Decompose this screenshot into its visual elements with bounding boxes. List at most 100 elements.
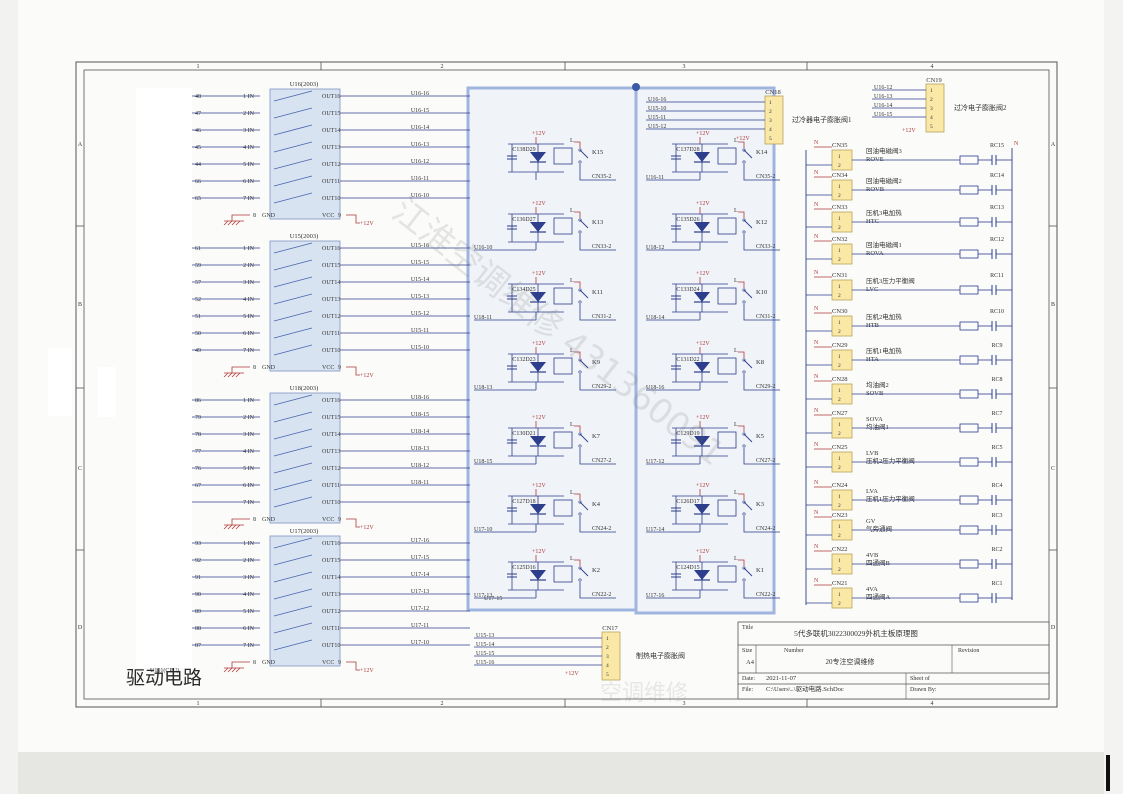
relay-L-label: L: [734, 138, 738, 144]
relay-cd-label: C131D22: [676, 357, 699, 363]
load-desc: 压机1电加热: [866, 346, 902, 355]
switch-contact: [743, 359, 753, 369]
net-label: U16-16: [411, 91, 429, 97]
row-label-left: D: [78, 625, 83, 631]
gate-symbol: [273, 588, 313, 600]
connector-pin: 1: [769, 100, 772, 106]
rc-resistor: [959, 495, 979, 505]
outer-border: [75, 61, 1058, 708]
relay-cd-label: C124D15: [676, 565, 699, 571]
load-desc: HTB: [866, 322, 880, 329]
gate-symbol: [273, 107, 313, 119]
switch-node: [742, 358, 746, 362]
ic-output-pin: OUT11: [322, 331, 340, 337]
relay-supply: +12V: [532, 271, 546, 277]
switch-node: [578, 444, 582, 448]
relay-output-wire: [579, 374, 616, 391]
load-connector: [831, 489, 853, 511]
diode-symbol: [694, 222, 710, 232]
relay-output-wire: [743, 516, 780, 533]
ic-input-pin: 1 IN: [243, 541, 254, 547]
connector-pin: 2: [838, 503, 841, 509]
rc-label: RC11: [990, 273, 1004, 279]
relay-output-net: CN29-2: [592, 384, 611, 390]
load-desc: LVC: [866, 286, 878, 293]
load-desc: LVB: [866, 450, 879, 457]
ic-output-pin: OUT10: [322, 348, 340, 354]
connector-pin: 1: [838, 456, 841, 462]
net-label: U15-16: [411, 243, 429, 249]
rc-resistor: [959, 185, 979, 195]
relay-name: K4: [592, 501, 601, 508]
neutral-label: N: [814, 306, 819, 312]
net-label: U15-14: [411, 277, 429, 283]
connector-pin: 1: [838, 154, 841, 160]
connector-pin: 2: [930, 97, 933, 103]
gate-symbol: [273, 192, 313, 204]
gnd-symbol: [235, 372, 241, 378]
relay-output-net: CN24-2: [592, 526, 611, 532]
load-connector-name: CN29: [832, 342, 848, 349]
rc-label: RC2: [991, 547, 1002, 553]
switch-node: [742, 148, 746, 152]
relay-L-label: L: [734, 278, 738, 284]
ic-output-pin: OUT13: [322, 449, 340, 455]
gate-symbol: [273, 411, 313, 423]
relay-cd-label: C138D29: [512, 147, 535, 153]
load-connector-name: CN23: [832, 512, 848, 519]
relay-L-label: L: [570, 556, 574, 562]
relay-output-net: CN33-2: [592, 244, 611, 250]
relay-supply: +12V: [532, 201, 546, 207]
connector-pin: 3: [606, 654, 609, 660]
ic-name: U16(2003): [290, 81, 319, 88]
rc-label: RC9: [991, 343, 1002, 349]
mcu-pin-number: 57: [195, 280, 201, 286]
connector-pin: 4: [930, 115, 933, 121]
gnd-label: GND: [262, 365, 276, 371]
gate-symbol: [273, 605, 313, 617]
highlight-boxes: [466, 83, 776, 615]
ic-input-pin: 2 IN: [243, 263, 254, 269]
load-desc: 压机2电加热: [866, 312, 902, 321]
ic-output-pin: OUT16: [322, 541, 340, 547]
switch-node: [742, 230, 746, 234]
scan-edge: [1104, 0, 1123, 794]
title-text: 5代多联机3022300029外机主板原理图: [794, 628, 918, 638]
mcu-pin-number: 48: [195, 94, 201, 100]
gate-symbol: [273, 141, 313, 153]
diode-symbol: [694, 362, 710, 372]
load-connector-name: CN21: [832, 580, 848, 587]
ic-output-pin: OUT13: [322, 145, 340, 151]
relay-output-net: CN29-2: [756, 384, 775, 390]
connector-name: CN19: [926, 77, 942, 84]
ic-output-pin: OUT12: [322, 314, 340, 320]
date-label: Date:: [742, 676, 755, 682]
ic-input-pin: 7 IN: [243, 348, 254, 354]
load-connector: [831, 587, 853, 609]
relay-output-wire: [579, 304, 616, 321]
load-connector: [831, 383, 853, 405]
vcc-label: VCC: [322, 517, 334, 523]
relay-cd-label: C135D26: [676, 217, 699, 223]
rc-resistor: [959, 249, 979, 259]
gnd-wire: [231, 518, 250, 525]
switch-node: [742, 432, 746, 436]
connector-pin: 2: [838, 465, 841, 471]
load-connector-name: CN27: [832, 410, 848, 417]
load-desc: 回油电磁阀2: [866, 176, 902, 185]
mcu-pin-number: 45: [195, 145, 201, 151]
load-connector-name: CN25: [832, 444, 848, 451]
net-label: U16-15: [411, 108, 429, 114]
relay-input-net: U16-11: [646, 175, 664, 181]
relay-name: K13: [592, 219, 603, 226]
ic-name: U15(2003): [290, 233, 319, 240]
rc-label: RC7: [991, 411, 1002, 417]
connector-net: U16-14: [874, 103, 892, 109]
col-label-top: 2: [441, 64, 444, 70]
gnd-symbol: [231, 372, 237, 378]
switch-wire: [738, 425, 745, 432]
diode-symbol: [530, 362, 546, 372]
connector-net: U16-16: [648, 97, 666, 103]
relay-input-net: U18-13: [474, 385, 492, 391]
diode-symbol: [530, 504, 546, 514]
